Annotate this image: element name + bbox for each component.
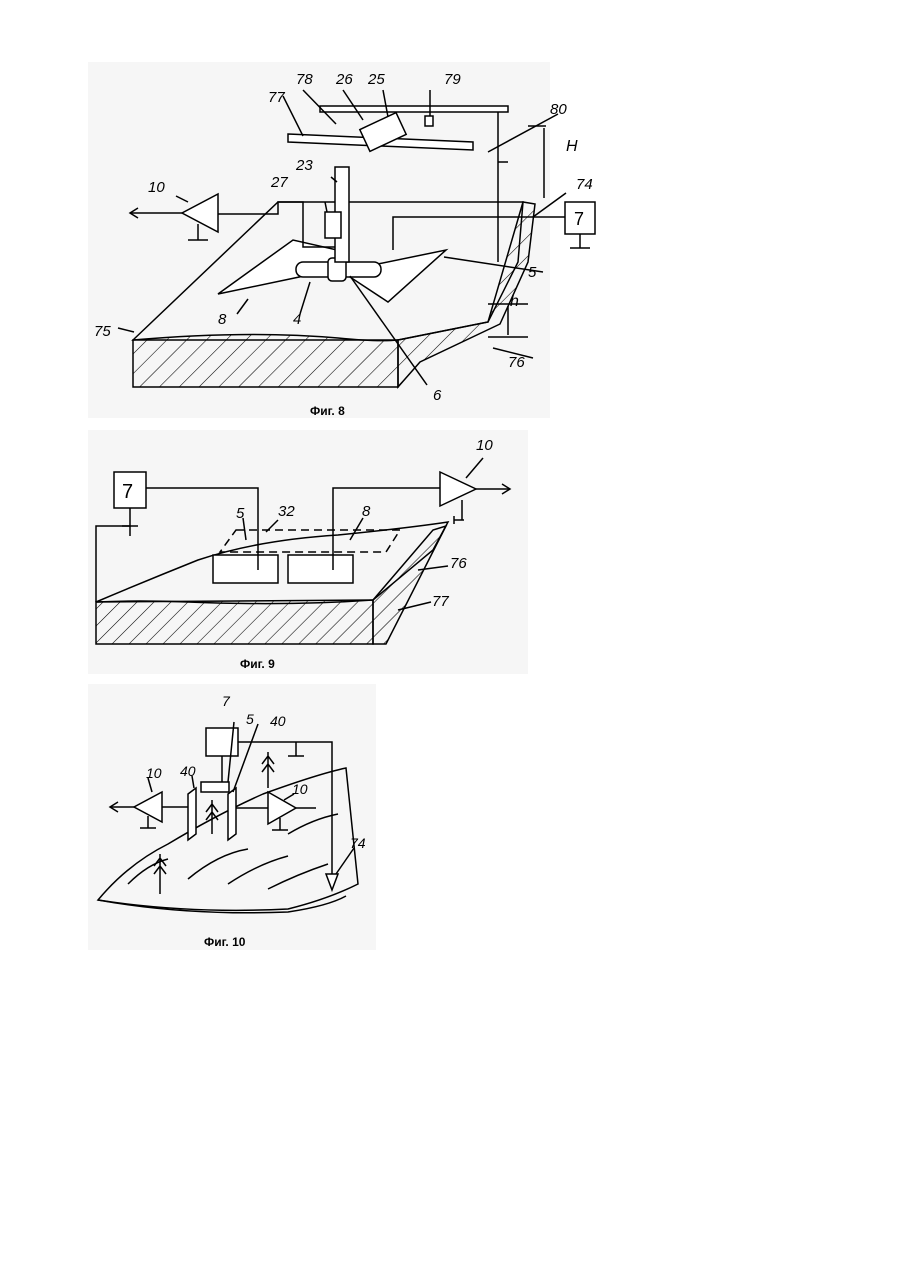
- label-10: 10: [148, 179, 165, 196]
- figure-9-panel: 7 10 5 32 8 76 77 Фиг. 9: [88, 430, 528, 674]
- probe-74: [326, 874, 338, 890]
- amplifier-10: [182, 194, 218, 232]
- label-5: 5: [236, 505, 245, 522]
- label-10-left: 10: [146, 765, 162, 781]
- label-80: 80: [550, 101, 567, 118]
- label-6: 6: [433, 387, 442, 404]
- label-7: 7: [574, 209, 584, 229]
- figure-8-panel: 78 26 25 79 77 80 H 23 74 10 27 7 5 8 4 …: [88, 62, 550, 418]
- label-27: 27: [270, 174, 288, 191]
- soil-front-section: [133, 334, 398, 387]
- wire-to-amp-10: [218, 202, 335, 247]
- label-78: 78: [296, 71, 313, 88]
- electrode-5: [201, 782, 229, 792]
- label-H: H: [566, 138, 578, 155]
- label-7: 7: [222, 693, 231, 709]
- label-5: 5: [246, 711, 254, 727]
- label-40-left: 40: [180, 763, 196, 779]
- label-74: 74: [576, 176, 593, 193]
- figure-8-drawing: 78 26 25 79 77 80 H 23 74 10 27 7 5 8 4 …: [88, 62, 550, 418]
- amplifier-10: [440, 472, 476, 506]
- label-10: 10: [476, 437, 493, 454]
- soil-side-section: [373, 526, 446, 644]
- label-32: 32: [278, 503, 295, 520]
- figure-9-drawing: 7 10 5 32 8 76 77 Фиг. 9: [88, 430, 528, 674]
- block-27: [325, 212, 341, 238]
- sensor-79: [425, 116, 433, 126]
- electrode-5: [213, 555, 278, 583]
- label-40-right: 40: [270, 713, 286, 729]
- label-77: 77: [432, 593, 449, 610]
- caption-figure-8: Фиг. 8: [310, 404, 345, 418]
- label-25: 25: [367, 71, 385, 88]
- label-75: 75: [94, 323, 111, 340]
- caption-figure-10: Фиг. 10: [204, 935, 246, 949]
- label-79: 79: [444, 71, 461, 88]
- electrode-40-right: [228, 788, 236, 840]
- label-23: 23: [295, 157, 313, 174]
- beam-78: [320, 106, 508, 112]
- label-8: 8: [218, 311, 227, 328]
- label-h: h: [510, 293, 519, 310]
- label-26: 26: [335, 71, 353, 88]
- label-76: 76: [450, 555, 467, 572]
- label-77: 77: [268, 89, 285, 106]
- label-8: 8: [362, 503, 371, 520]
- film-32: [220, 530, 400, 552]
- figure-10-panel: 7 5 40 40 10 10 74 Фиг. 10: [88, 684, 376, 950]
- wire-to-gen-7: [393, 217, 565, 250]
- label-74: 74: [350, 835, 366, 851]
- label-10-right: 10: [292, 781, 308, 797]
- figure-10-drawing: 7 5 40 40 10 10 74 Фиг. 10: [88, 684, 376, 950]
- label-4: 4: [293, 311, 301, 328]
- soil-front-section: [96, 600, 373, 644]
- electrode-8: [288, 555, 353, 583]
- label-5: 5: [528, 264, 537, 281]
- electrode-40-left: [188, 788, 196, 840]
- caption-figure-9: Фиг. 9: [240, 657, 275, 671]
- label-76: 76: [508, 354, 525, 371]
- label-7: 7: [122, 481, 133, 503]
